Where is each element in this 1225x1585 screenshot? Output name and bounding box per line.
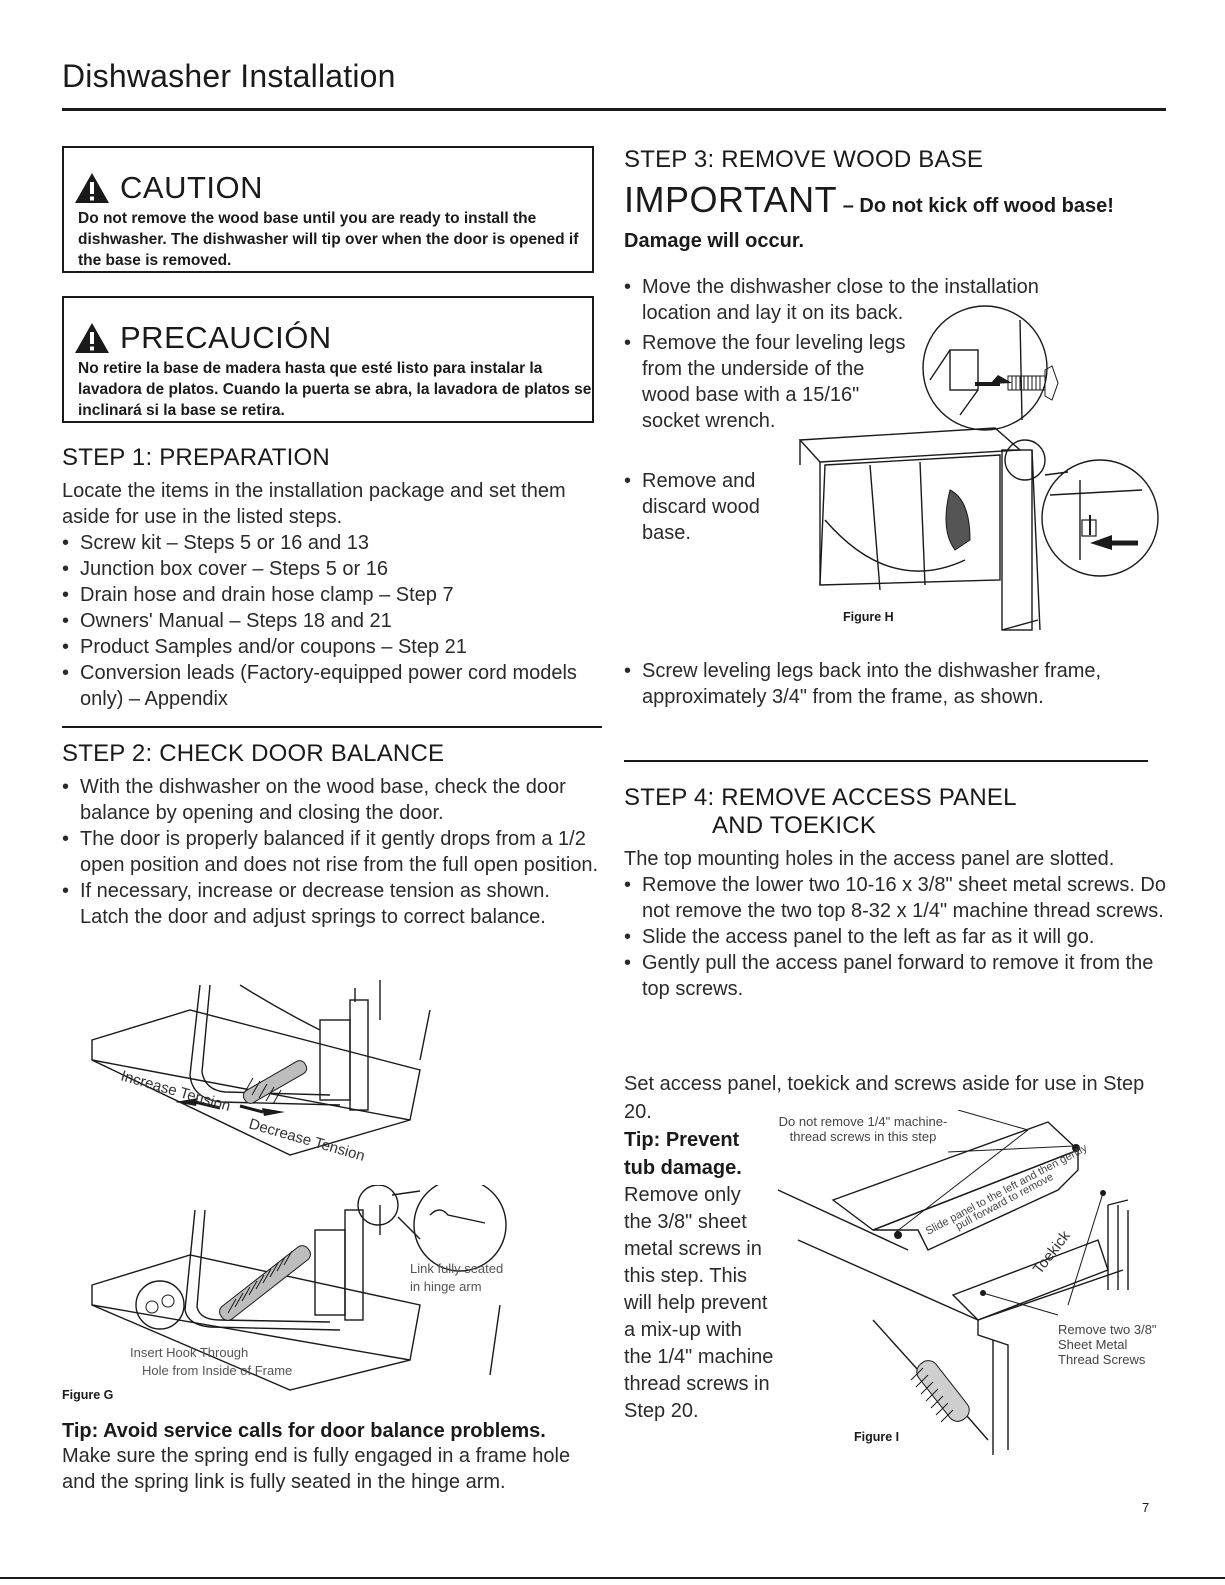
figure-h-label: Figure H xyxy=(843,610,894,624)
warning-triangle-icon xyxy=(75,173,109,203)
right-column: STEP 3: REMOVE WOOD BASE IMPORTANT – Do … xyxy=(624,146,1168,253)
figure-h-illustration xyxy=(798,305,1159,631)
step4-intro: The top mounting holes in the access pan… xyxy=(624,848,1115,870)
important-note: – Do not kick off wood base! xyxy=(837,195,1114,217)
step2-tip-body: Make sure the spring end is fully engage… xyxy=(62,1445,571,1493)
list-item: Move the dishwasher close to the install… xyxy=(624,274,1094,326)
list-item: Gently pull the access panel forward to … xyxy=(624,950,1168,1002)
decrease-tension-label: Decrease Tension xyxy=(247,1116,367,1165)
step3-list-narrow-1: Remove the four leveling legs from the u… xyxy=(624,330,914,434)
divider xyxy=(624,760,1148,762)
step4-tip-body: Remove only the 3/8" sheet metal screws … xyxy=(624,1184,774,1422)
list-item: Slide the access panel to the left as fa… xyxy=(624,924,1168,950)
step1-list: Screw kit – Steps 5 or 16 and 13 Junctio… xyxy=(62,530,602,712)
list-item: Remove the lower two 10-16 x 3/8" sheet … xyxy=(624,872,1168,924)
step4-tip-heading: Tip: Prevent tub damage. xyxy=(624,1129,742,1179)
link-label-line1: Link fully seated xyxy=(410,1261,503,1276)
step1-heading: STEP 1: PREPARATION xyxy=(62,444,330,471)
step3-list: Move the dishwasher close to the install… xyxy=(624,274,1094,326)
step4-tip: Tip: Prevent tub damage. Remove only the… xyxy=(624,1126,774,1425)
step2-tip: Tip: Avoid service calls for door balanc… xyxy=(62,1420,602,1495)
caution-box: CAUTION Do not remove the wood base unti… xyxy=(62,146,594,273)
step4-list: Remove the lower two 10-16 x 3/8" sheet … xyxy=(624,872,1168,1002)
step4-heading-line2: AND TOEKICK xyxy=(712,812,877,839)
list-item: Drain hose and drain hose clamp – Step 7 xyxy=(62,582,602,608)
step3-list-narrow-2: Remove and discard wood base. xyxy=(624,468,784,546)
precaucion-word: PRECAUCIÓN xyxy=(120,320,332,355)
caution-word: CAUTION xyxy=(120,170,263,205)
panel-instruction-text: pull forward to remove xyxy=(954,1171,1056,1233)
list-item: Remove and discard wood base. xyxy=(624,468,784,546)
left-column: STEP 1: PREPARATION Locate the items in … xyxy=(62,444,602,930)
page-title: Dishwasher Installation xyxy=(62,58,396,94)
link-label-line2: in hinge arm xyxy=(410,1279,482,1294)
figure-i-callout-top: Do not remove 1/4" machine-thread screws… xyxy=(778,1114,948,1144)
figure-g-tension-illustration: Increase Tension Decrease Tension xyxy=(91,980,431,1165)
list-item: Product Samples and/or coupons – Step 21 xyxy=(62,634,602,660)
list-item: Owners' Manual – Steps 18 and 21 xyxy=(62,608,602,634)
precaucion-box: PRECAUCIÓN No retire la base de madera h… xyxy=(62,296,594,423)
step3-after-list: Screw leveling legs back into the dishwa… xyxy=(624,658,1114,710)
toekick-label: Toekick xyxy=(1030,1227,1074,1277)
list-item: Screw leveling legs back into the dishwa… xyxy=(624,658,1114,710)
title-rule xyxy=(62,108,1166,111)
step4-section: STEP 4: REMOVE ACCESS PANEL AND TOEKICK … xyxy=(624,784,1168,1002)
damage-note: Damage will occur. xyxy=(624,230,805,252)
list-item: Screw kit – Steps 5 or 16 and 13 xyxy=(62,530,602,556)
step2-list: With the dishwasher on the wood base, ch… xyxy=(62,774,602,930)
figure-g-spring-illustration: Link fully seated in hinge arm Insert Ho… xyxy=(91,1185,507,1391)
figure-g-label: Figure G xyxy=(62,1388,114,1402)
important-word: IMPORTANT xyxy=(624,179,838,220)
step1-intro: Locate the items in the installation pac… xyxy=(62,480,566,528)
precaucion-text: No retire la base de madera hasta que es… xyxy=(78,360,592,419)
list-item: With the dishwasher on the wood base, ch… xyxy=(62,774,602,826)
list-item: Conversion leads (Factory-equipped power… xyxy=(62,660,602,712)
caution-text: Do not remove the wood base until you ar… xyxy=(78,210,579,269)
step3-heading: STEP 3: REMOVE WOOD BASE xyxy=(624,146,984,173)
list-item: Junction box cover – Steps 5 or 16 xyxy=(62,556,602,582)
bottom-rule xyxy=(0,1577,1225,1579)
figure-i-callout-right: Remove two 3/8" Sheet Metal Thread Screw… xyxy=(1058,1322,1157,1367)
list-item: The door is properly balanced if it gent… xyxy=(62,826,602,878)
figure-i-illustration: Slide panel to the left and then gently … xyxy=(778,1110,1129,1455)
page-number: 7 xyxy=(1142,1500,1150,1515)
insert-label-line1: Insert Hook Through xyxy=(130,1345,248,1360)
increase-tension-label: Increase Tension xyxy=(119,1068,232,1116)
step4-set-aside: Set access panel, toekick and screws asi… xyxy=(624,1073,1145,1123)
step2-tip-heading: Tip: Avoid service calls for door balanc… xyxy=(62,1420,546,1442)
step4-heading-line1: STEP 4: REMOVE ACCESS PANEL xyxy=(624,784,1017,811)
divider xyxy=(62,726,602,728)
panel-instruction-text: Slide panel to the left and then gently xyxy=(924,1142,1090,1238)
step3-important: IMPORTANT – Do not kick off wood base! xyxy=(624,180,1168,228)
list-item: If necessary, increase or decrease tensi… xyxy=(62,878,602,930)
list-item: Remove the four leveling legs from the u… xyxy=(624,330,914,434)
warning-triangle-icon xyxy=(75,323,109,353)
insert-label-line2: Hole from Inside of Frame xyxy=(142,1363,292,1378)
figure-i-label: Figure I xyxy=(854,1430,900,1444)
step2-heading: STEP 2: CHECK DOOR BALANCE xyxy=(62,740,445,767)
